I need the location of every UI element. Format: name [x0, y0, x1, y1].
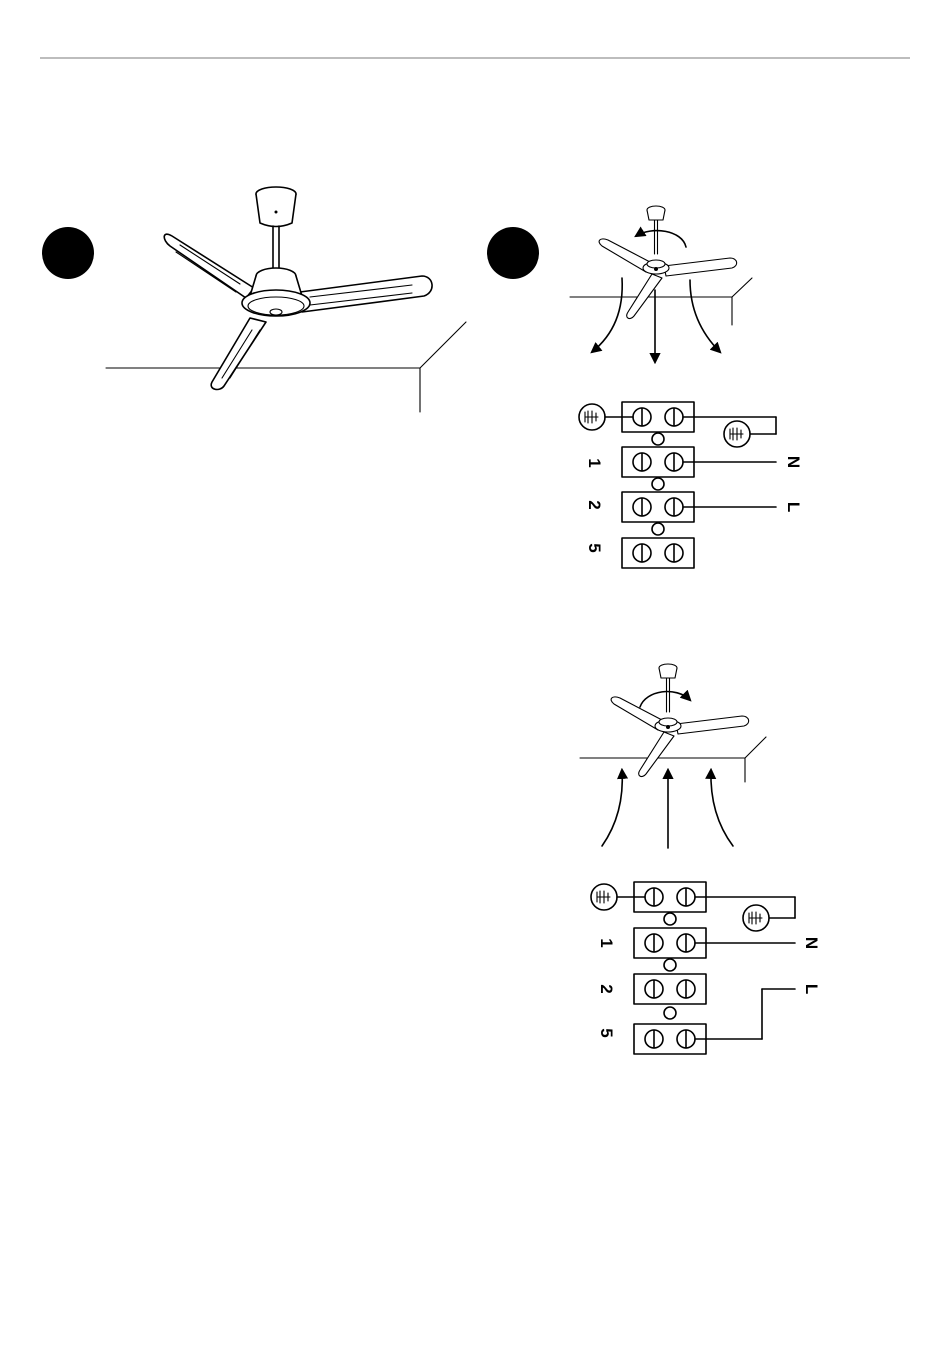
rotation-arrow-icon — [640, 692, 690, 707]
airflow-down-diagram — [570, 206, 752, 362]
wire-label-n: N — [802, 937, 821, 949]
terminal-label-2: 2 — [597, 984, 616, 993]
airflow-up-diagram — [580, 664, 766, 848]
step-marker-2 — [487, 227, 539, 279]
earth-icon — [579, 404, 605, 430]
airflow-arrow-right-icon — [690, 280, 720, 352]
terminal-label-5: 5 — [597, 1028, 616, 1037]
wire-label-l: L — [802, 984, 821, 994]
wire-label-l: L — [784, 502, 803, 512]
wiring-diagram-down: 1 2 5 N L — [579, 402, 803, 568]
airflow-arrow-right-icon — [711, 770, 733, 846]
rotation-arrow-icon — [636, 231, 686, 247]
earth-icon — [743, 905, 769, 931]
terminal-label-2: 2 — [585, 500, 604, 509]
step-marker-1 — [42, 227, 94, 279]
terminal-label-5: 5 — [585, 543, 604, 552]
terminal-label-1: 1 — [597, 938, 616, 947]
airflow-arrow-left-icon — [602, 770, 622, 846]
earth-icon — [591, 884, 617, 910]
wire-label-n: N — [784, 456, 803, 468]
terminal-label-1: 1 — [585, 458, 604, 467]
earth-icon — [724, 421, 750, 447]
wiring-diagram-up: 1 2 5 N L — [591, 882, 821, 1054]
airflow-arrow-left-icon — [592, 278, 622, 352]
ceiling-fan-illustration — [106, 187, 466, 412]
